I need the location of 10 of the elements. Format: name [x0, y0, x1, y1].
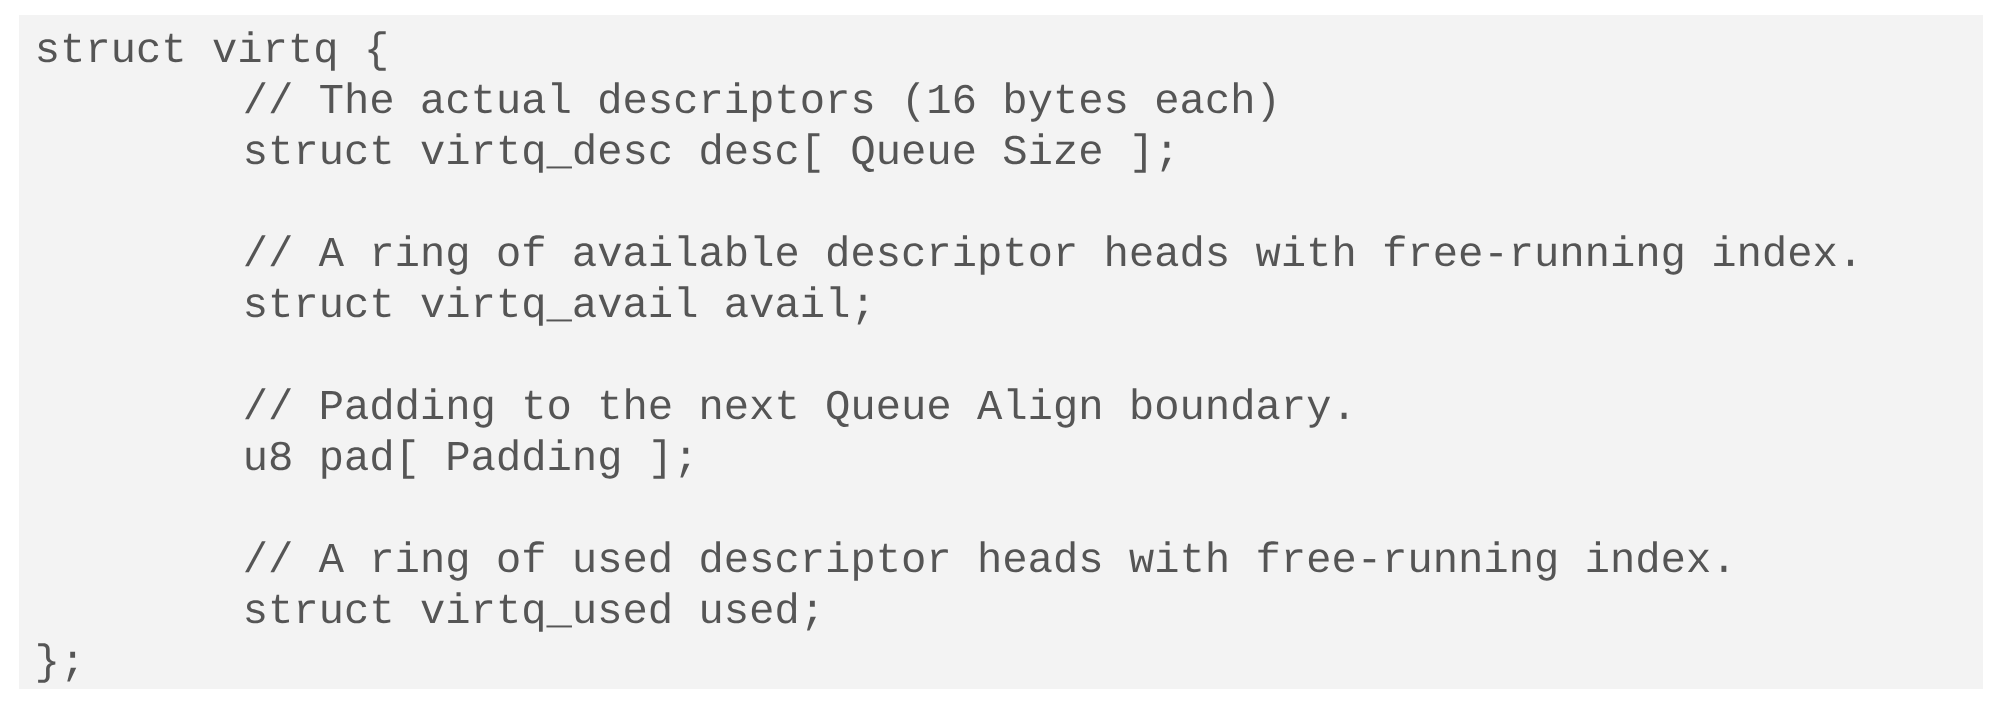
- code-line: u8 pad[ Padding ];: [246, 439, 690, 479]
- code-line: struct virtq_desc desc[ Queue Size ];: [246, 133, 1171, 173]
- code-line: struct virtq_used used;: [246, 592, 816, 632]
- code-line: struct virtq_avail avail;: [246, 286, 867, 326]
- code-line: };: [38, 643, 77, 683]
- code-line: // The actual descriptors (16 bytes each): [245, 82, 1274, 122]
- code-line: // Padding to the next Queue Align boundary.: [245, 388, 1347, 428]
- code-line: // A ring of available descriptor heads with free-running index.: [245, 235, 1853, 275]
- code-line: // A ring of used descriptor heads with free-running index.: [245, 541, 1727, 581]
- code-line: struct virtq {: [38, 31, 386, 71]
